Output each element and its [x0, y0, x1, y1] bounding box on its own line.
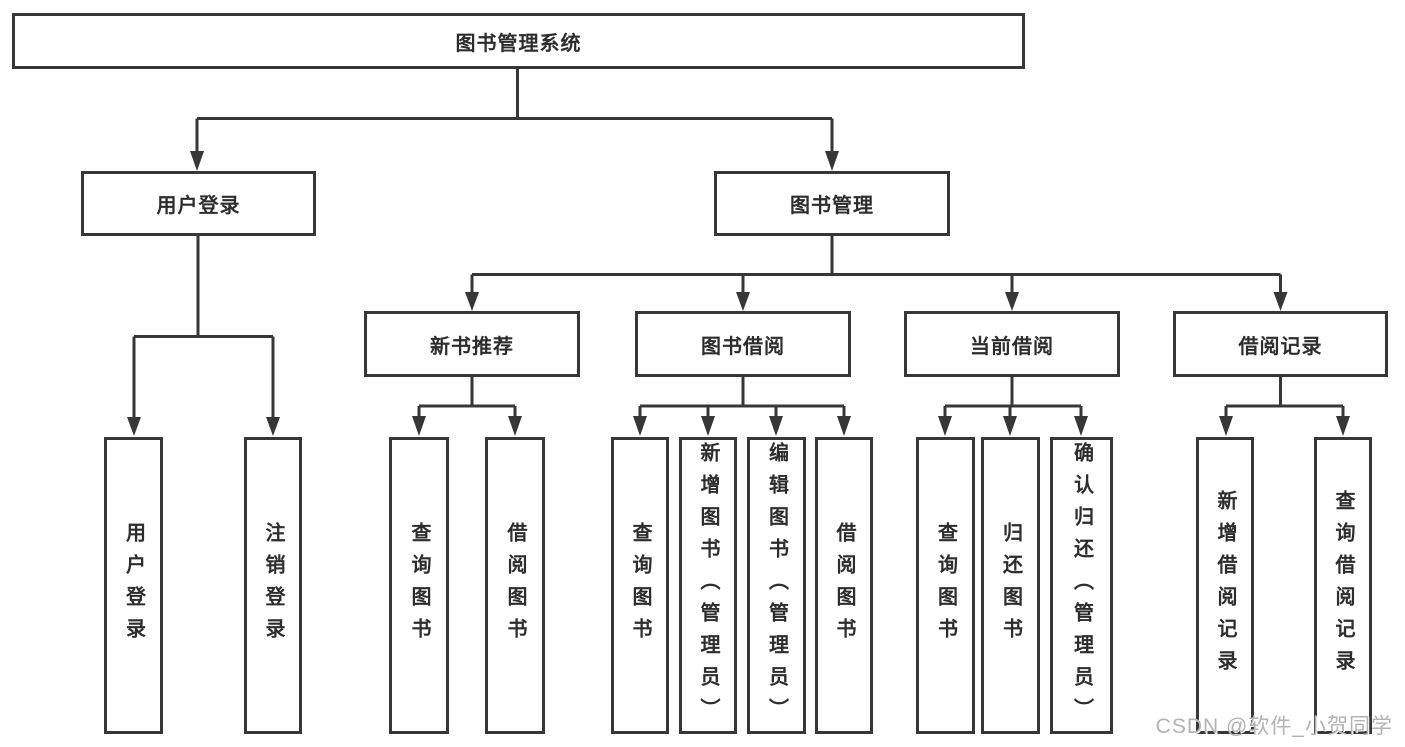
- node-new-book-recommendation: 新书推荐: [364, 311, 580, 377]
- connector-user-login-branch: [132, 236, 275, 418]
- arrowhead: [412, 416, 426, 436]
- leaf-confirm-return-admin: 确认归还（管理员）: [1050, 437, 1113, 734]
- arrowhead: [633, 416, 647, 436]
- leaf-query-books-current: 查询图书: [916, 437, 975, 734]
- arrowhead: [1005, 292, 1019, 311]
- leaf-label: 注销登录: [262, 521, 284, 650]
- arrowhead: [701, 416, 715, 436]
- arrowhead: [465, 292, 479, 311]
- leaf-label: 借阅图书: [833, 521, 855, 650]
- arrowhead: [825, 151, 839, 171]
- arrowhead: [1074, 416, 1088, 436]
- node-current-borrowing: 当前借阅: [904, 311, 1120, 377]
- leaf-label: 新增借阅记录: [1214, 489, 1236, 682]
- connector-current-borrowing-branch: [943, 377, 1083, 417]
- arrowhead: [127, 417, 141, 436]
- arrowhead: [266, 417, 280, 436]
- leaf-label: 编辑图书（管理员）: [765, 441, 788, 730]
- leaf-label: 归还图书: [999, 521, 1022, 650]
- leaf-query-borrow-record: 查询借阅记录: [1314, 437, 1372, 734]
- arrowhead: [1273, 292, 1288, 311]
- leaf-label: 确认归还（管理员）: [1070, 441, 1093, 730]
- arrowhead: [769, 416, 783, 436]
- leaf-label: 查询图书: [629, 521, 651, 650]
- leaf-label: 借阅图书: [504, 521, 526, 650]
- leaf-return-books: 归还图书: [981, 437, 1040, 734]
- node-book-borrowing: 图书借阅: [635, 311, 851, 377]
- leaf-label: 新增图书（管理员）: [697, 441, 719, 730]
- leaf-borrow-books-recommend: 借阅图书: [485, 437, 545, 734]
- leaf-label: 查询借阅记录: [1332, 489, 1354, 682]
- leaf-borrow-books: 借阅图书: [815, 437, 873, 734]
- node-book-management: 图书管理: [714, 171, 950, 236]
- connector-borrowing-records-branch: [1224, 377, 1345, 417]
- node-library-management-system: 图书管理系统: [12, 13, 1025, 69]
- arrowhead: [1003, 416, 1017, 436]
- node-borrowing-records: 借阅记录: [1173, 311, 1388, 377]
- leaf-query-books-borrowing: 查询图书: [611, 437, 669, 734]
- leaf-label: 用户登录: [122, 521, 145, 650]
- leaf-user-login: 用户登录: [104, 437, 163, 734]
- leaf-logout: 注销登录: [244, 437, 302, 734]
- csdn-watermark: CSDN @软件_小贺同学: [1155, 715, 1393, 738]
- arrowhead: [1336, 416, 1350, 436]
- leaf-edit-books-admin: 编辑图书（管理员）: [747, 437, 806, 734]
- leaf-label: 查询图书: [408, 521, 430, 650]
- arrowhead: [190, 151, 204, 171]
- arrowhead: [837, 416, 851, 436]
- node-user-login: 用户登录: [81, 171, 316, 236]
- connector-book-management-branch: [470, 236, 1282, 293]
- leaf-label: 查询图书: [934, 521, 957, 650]
- arrowhead: [508, 416, 522, 436]
- leaf-add-books-admin: 新增图书（管理员）: [679, 437, 737, 734]
- arrowhead: [736, 292, 750, 311]
- connector-new-book-branch: [417, 377, 517, 417]
- arrowhead: [1219, 416, 1233, 436]
- connector-root-to-level2: [195, 68, 834, 152]
- connector-book-borrowing-branch: [638, 377, 846, 417]
- leaf-query-books-recommend: 查询图书: [389, 437, 449, 734]
- arrowhead: [938, 416, 952, 436]
- leaf-add-borrow-record: 新增借阅记录: [1196, 437, 1254, 734]
